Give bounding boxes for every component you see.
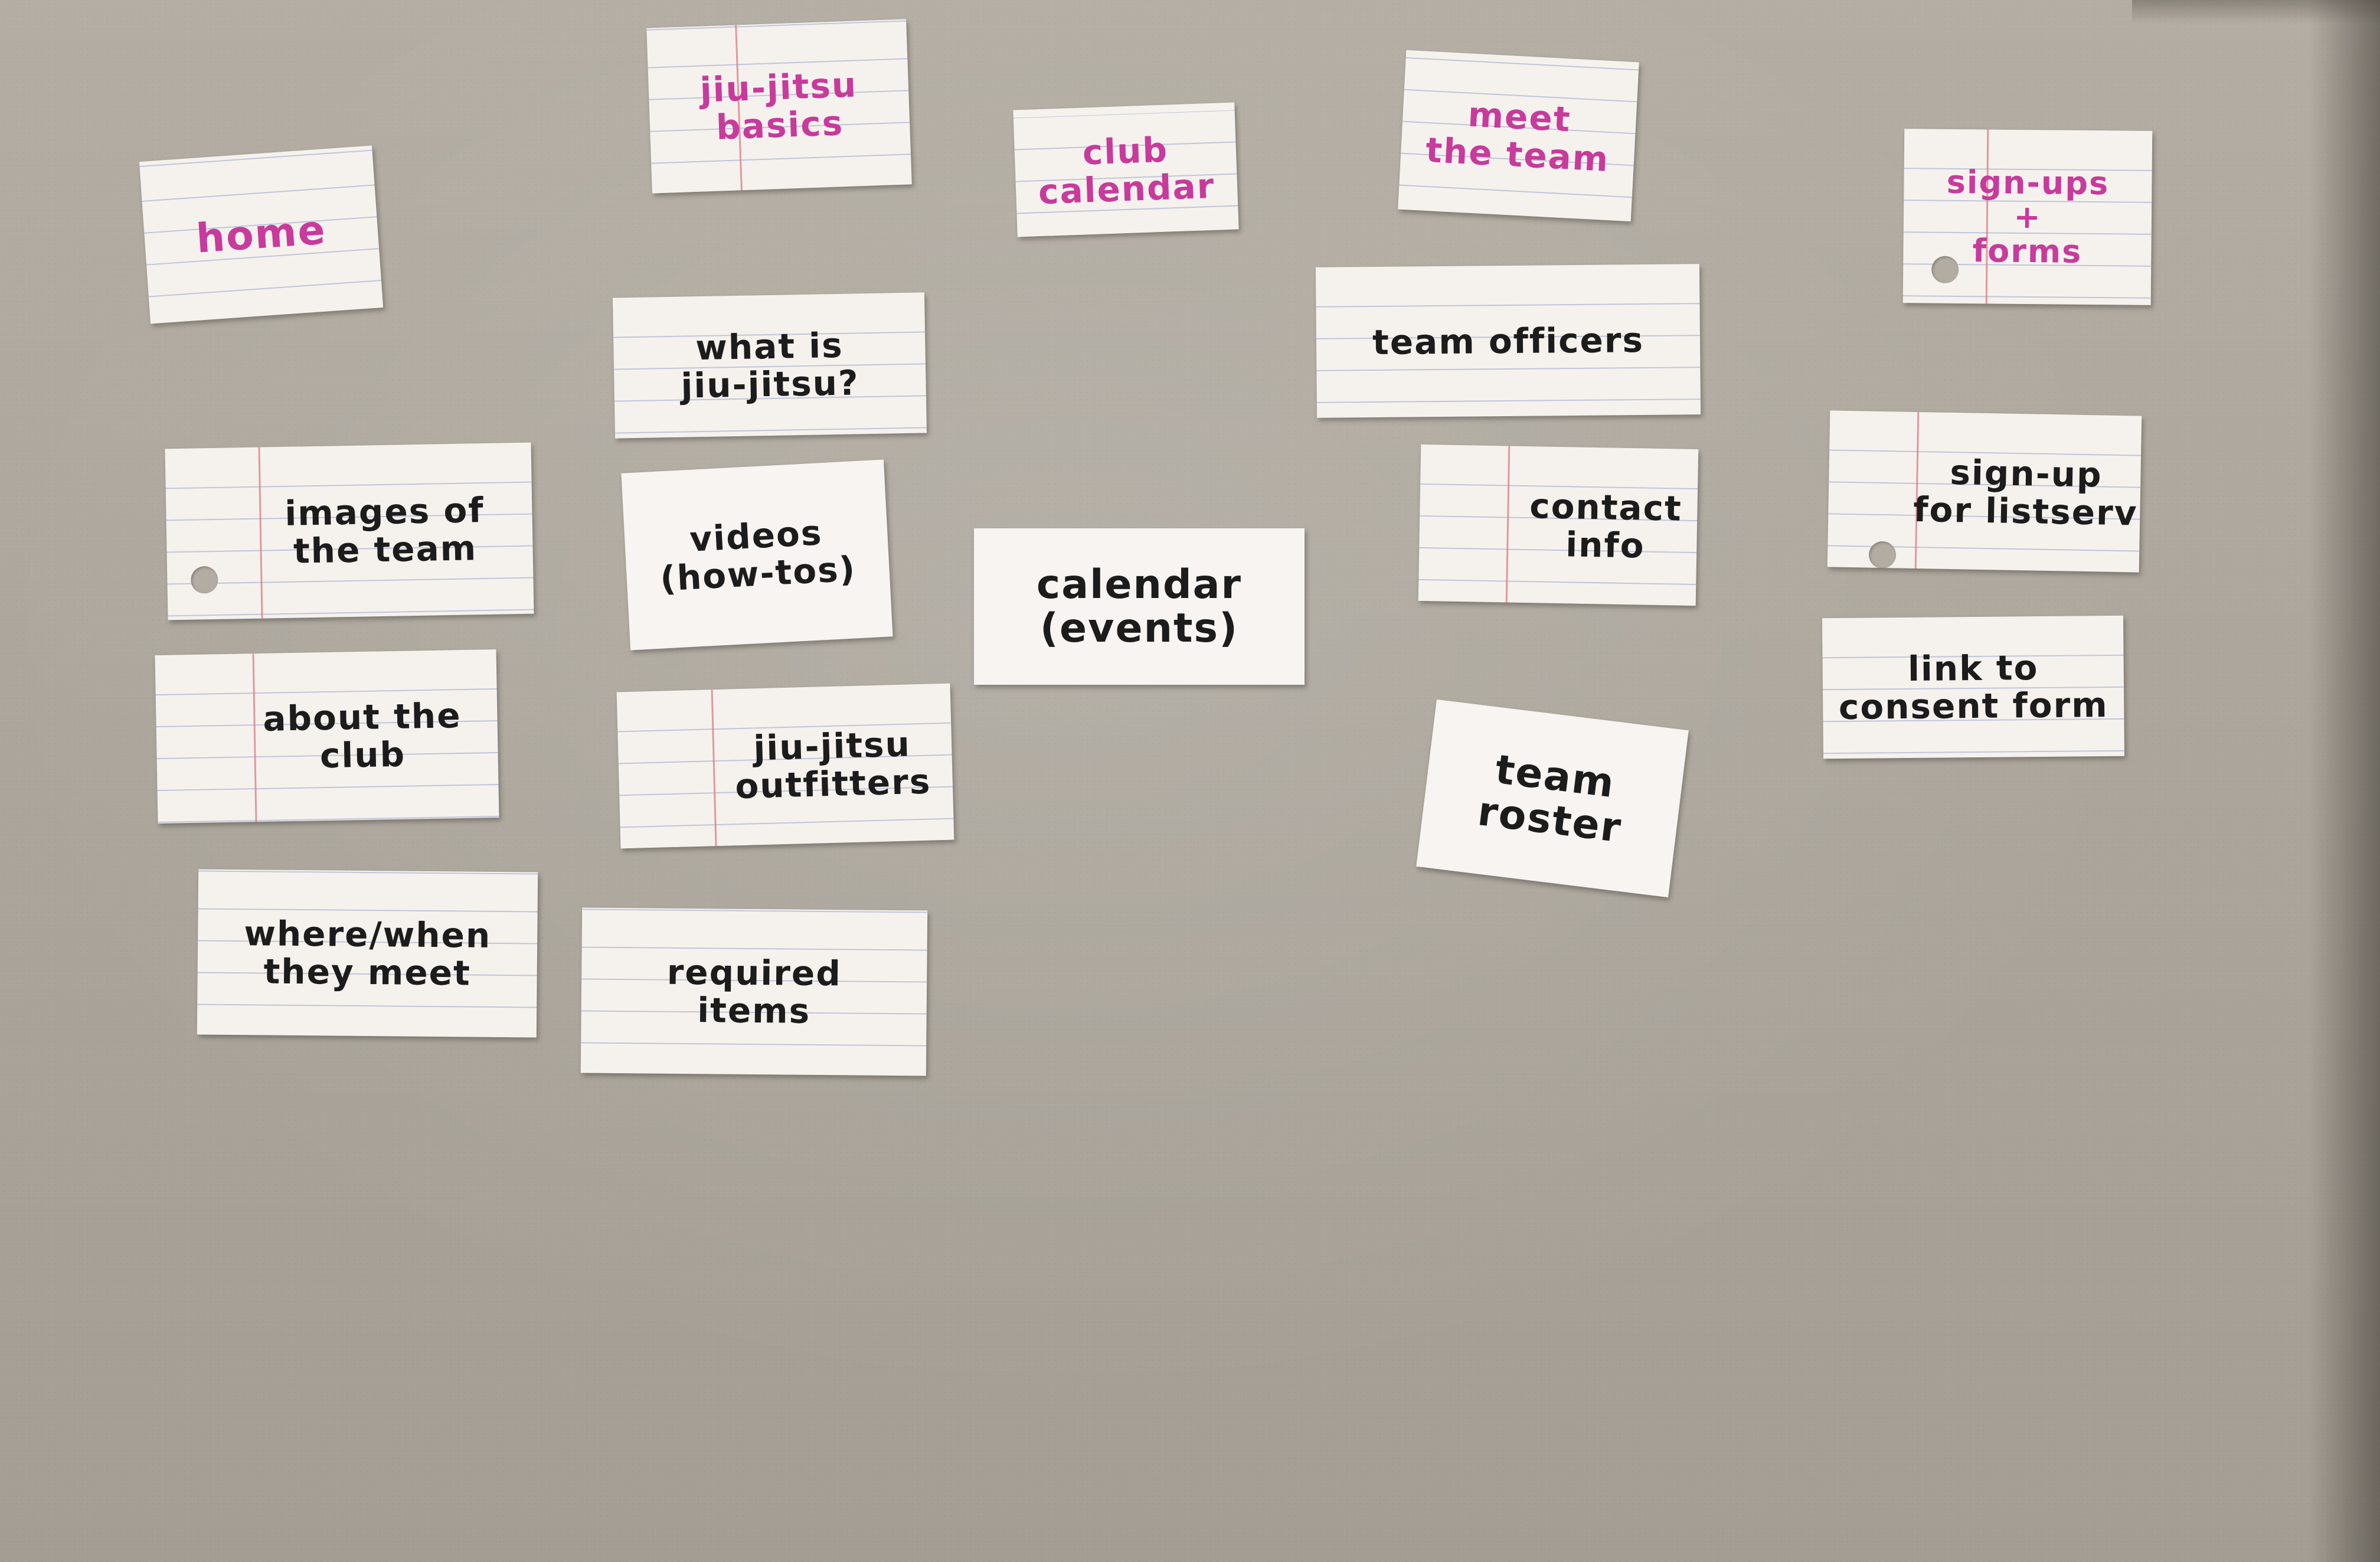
card-label: home [194,206,328,263]
item-card-contact-info[interactable]: contact info [1418,444,1699,606]
card-label: contact info [1529,485,1683,566]
board-edge-shadow [2309,0,2380,1562]
category-card-home[interactable]: home [139,145,384,324]
card-label: jiu-jitsu outfitters [734,723,932,806]
card-label: link to consent form [1838,648,2108,727]
item-card-calendar-events[interactable]: calendar (events) [974,528,1305,685]
card-margin-line [252,653,257,822]
card-label: calendar (events) [1036,561,1243,652]
category-card-meet-the-team[interactable]: meet the team [1398,50,1639,222]
category-card-club-calendar[interactable]: club calendar [1013,102,1239,237]
card-label: required items [666,952,842,1031]
card-label: club calendar [1037,129,1216,212]
item-card-team-officers[interactable]: team officers [1315,264,1701,418]
card-label: team officers [1372,319,1645,362]
board-top-edge [2132,0,2380,24]
card-label: about the club [262,695,462,776]
card-punch-hole [1868,541,1897,569]
category-card-jiu-jitsu-basics[interactable]: jiu-jitsu basics [646,19,912,194]
card-label: meet the team [1424,94,1610,180]
card-label: jiu-jitsu basics [699,64,858,148]
item-card-team-roster[interactable]: team roster [1416,699,1689,898]
card-label: what is jiu-jitsu? [680,325,860,406]
card-label: where/when they meet [244,913,492,994]
card-margin-line [258,447,263,619]
item-card-where-when-they-meet[interactable]: where/when they meet [197,869,538,1038]
card-label: sign-ups + forms [1946,163,2110,270]
item-card-link-to-consent-form[interactable]: link to consent form [1822,615,2125,759]
card-label: team roster [1475,746,1624,852]
card-margin-line [1505,446,1511,603]
item-card-required-items[interactable]: required items [580,907,928,1076]
item-card-sign-up-for-listserv[interactable]: sign-up for listserv [1827,410,2142,573]
card-label: sign-up for listserv [1912,452,2139,534]
card-label: images of the team [284,490,485,571]
item-card-images-of-the-team[interactable]: images of the team [165,442,534,620]
category-card-sign-ups-forms[interactable]: sign-ups + forms [1902,129,2153,305]
card-margin-line [711,689,717,847]
item-card-about-the-club[interactable]: about the club [155,649,499,824]
card-punch-hole [191,566,218,594]
item-card-what-is-jiu-jitsu[interactable]: what is jiu-jitsu? [612,292,927,439]
item-card-jiu-jitsu-outfitters[interactable]: jiu-jitsu outfitters [616,683,954,849]
item-card-videos-how-tos[interactable]: videos (how-tos) [621,459,893,651]
card-label: videos (how-tos) [659,512,857,599]
